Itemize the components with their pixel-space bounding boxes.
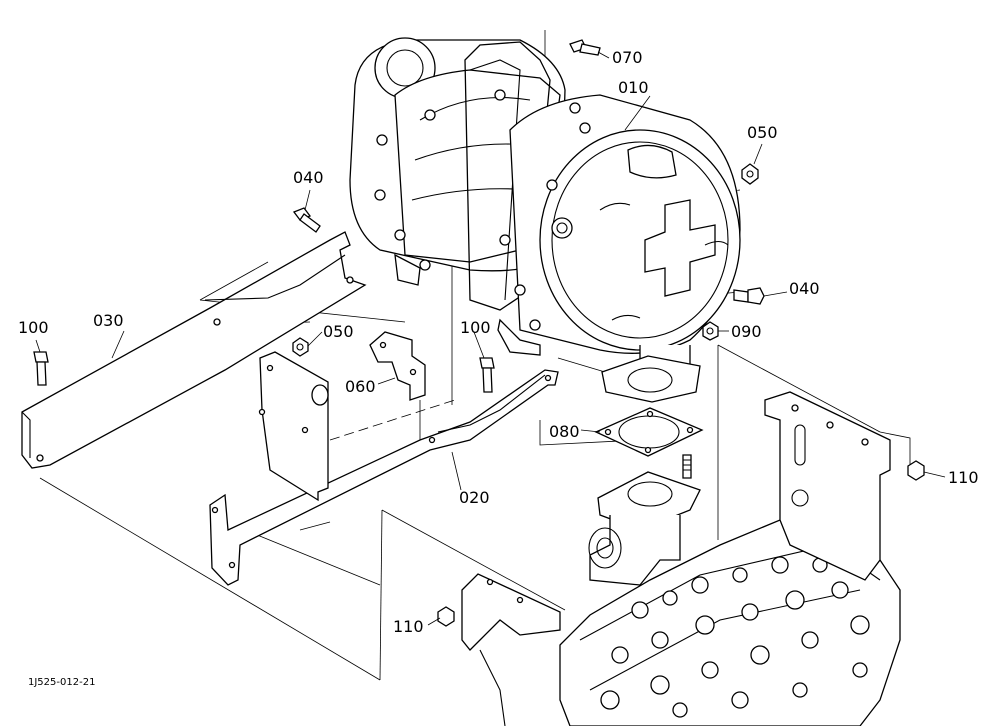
callout-leaders: [35, 51, 946, 626]
callout-labels: 010 020 030 040 040 050 050 060 070 080 …: [18, 48, 979, 636]
flange-bolts: [374, 89, 591, 331]
nut-050-lower: [292, 337, 309, 357]
callout-090: 090: [731, 322, 762, 341]
callout-040-left: 040: [293, 168, 324, 187]
callout-020: 020: [459, 488, 490, 507]
stud-bolt: [682, 454, 692, 479]
nut-110-right: [907, 460, 925, 481]
vertical-mount-plate: [258, 351, 329, 502]
callout-030: 030: [93, 311, 124, 330]
dpf-muffler-assembly: [349, 37, 741, 379]
callout-050-upper: 050: [747, 123, 778, 142]
callout-010: 010: [618, 78, 649, 97]
lower-mount-bracket: [461, 573, 561, 726]
exhaust-manifold-flange: [588, 471, 701, 586]
head-ports: [600, 556, 870, 718]
bolt-100-right: [479, 357, 495, 393]
callout-080: 080: [549, 422, 580, 441]
engine-side-bracket: [764, 391, 891, 581]
callout-060: 060: [345, 377, 376, 396]
callout-110-lower: 110: [393, 617, 424, 636]
bolt-040-right: [733, 287, 765, 305]
callout-110-right: 110: [948, 468, 979, 487]
nut-110-lower: [437, 606, 455, 627]
bolt-100-left: [33, 351, 49, 386]
nut-090: [702, 321, 719, 341]
figure-code: 1J525-012-21: [28, 677, 95, 688]
bolt-040-left: [292, 207, 321, 233]
callout-100-right: 100: [460, 318, 491, 337]
callout-070: 070: [612, 48, 643, 67]
nut-050-upper: [741, 163, 759, 185]
gasket: [594, 407, 704, 457]
bracket-030: [21, 231, 367, 469]
engine-cylinder-head: [559, 519, 901, 726]
callout-050-lower: 050: [323, 322, 354, 341]
callout-100-left: 100: [18, 318, 49, 337]
bolt-070: [569, 39, 601, 56]
outlet-flange-plate: [601, 355, 701, 403]
bracket-060: [369, 331, 426, 401]
callout-040-right: 040: [789, 279, 820, 298]
